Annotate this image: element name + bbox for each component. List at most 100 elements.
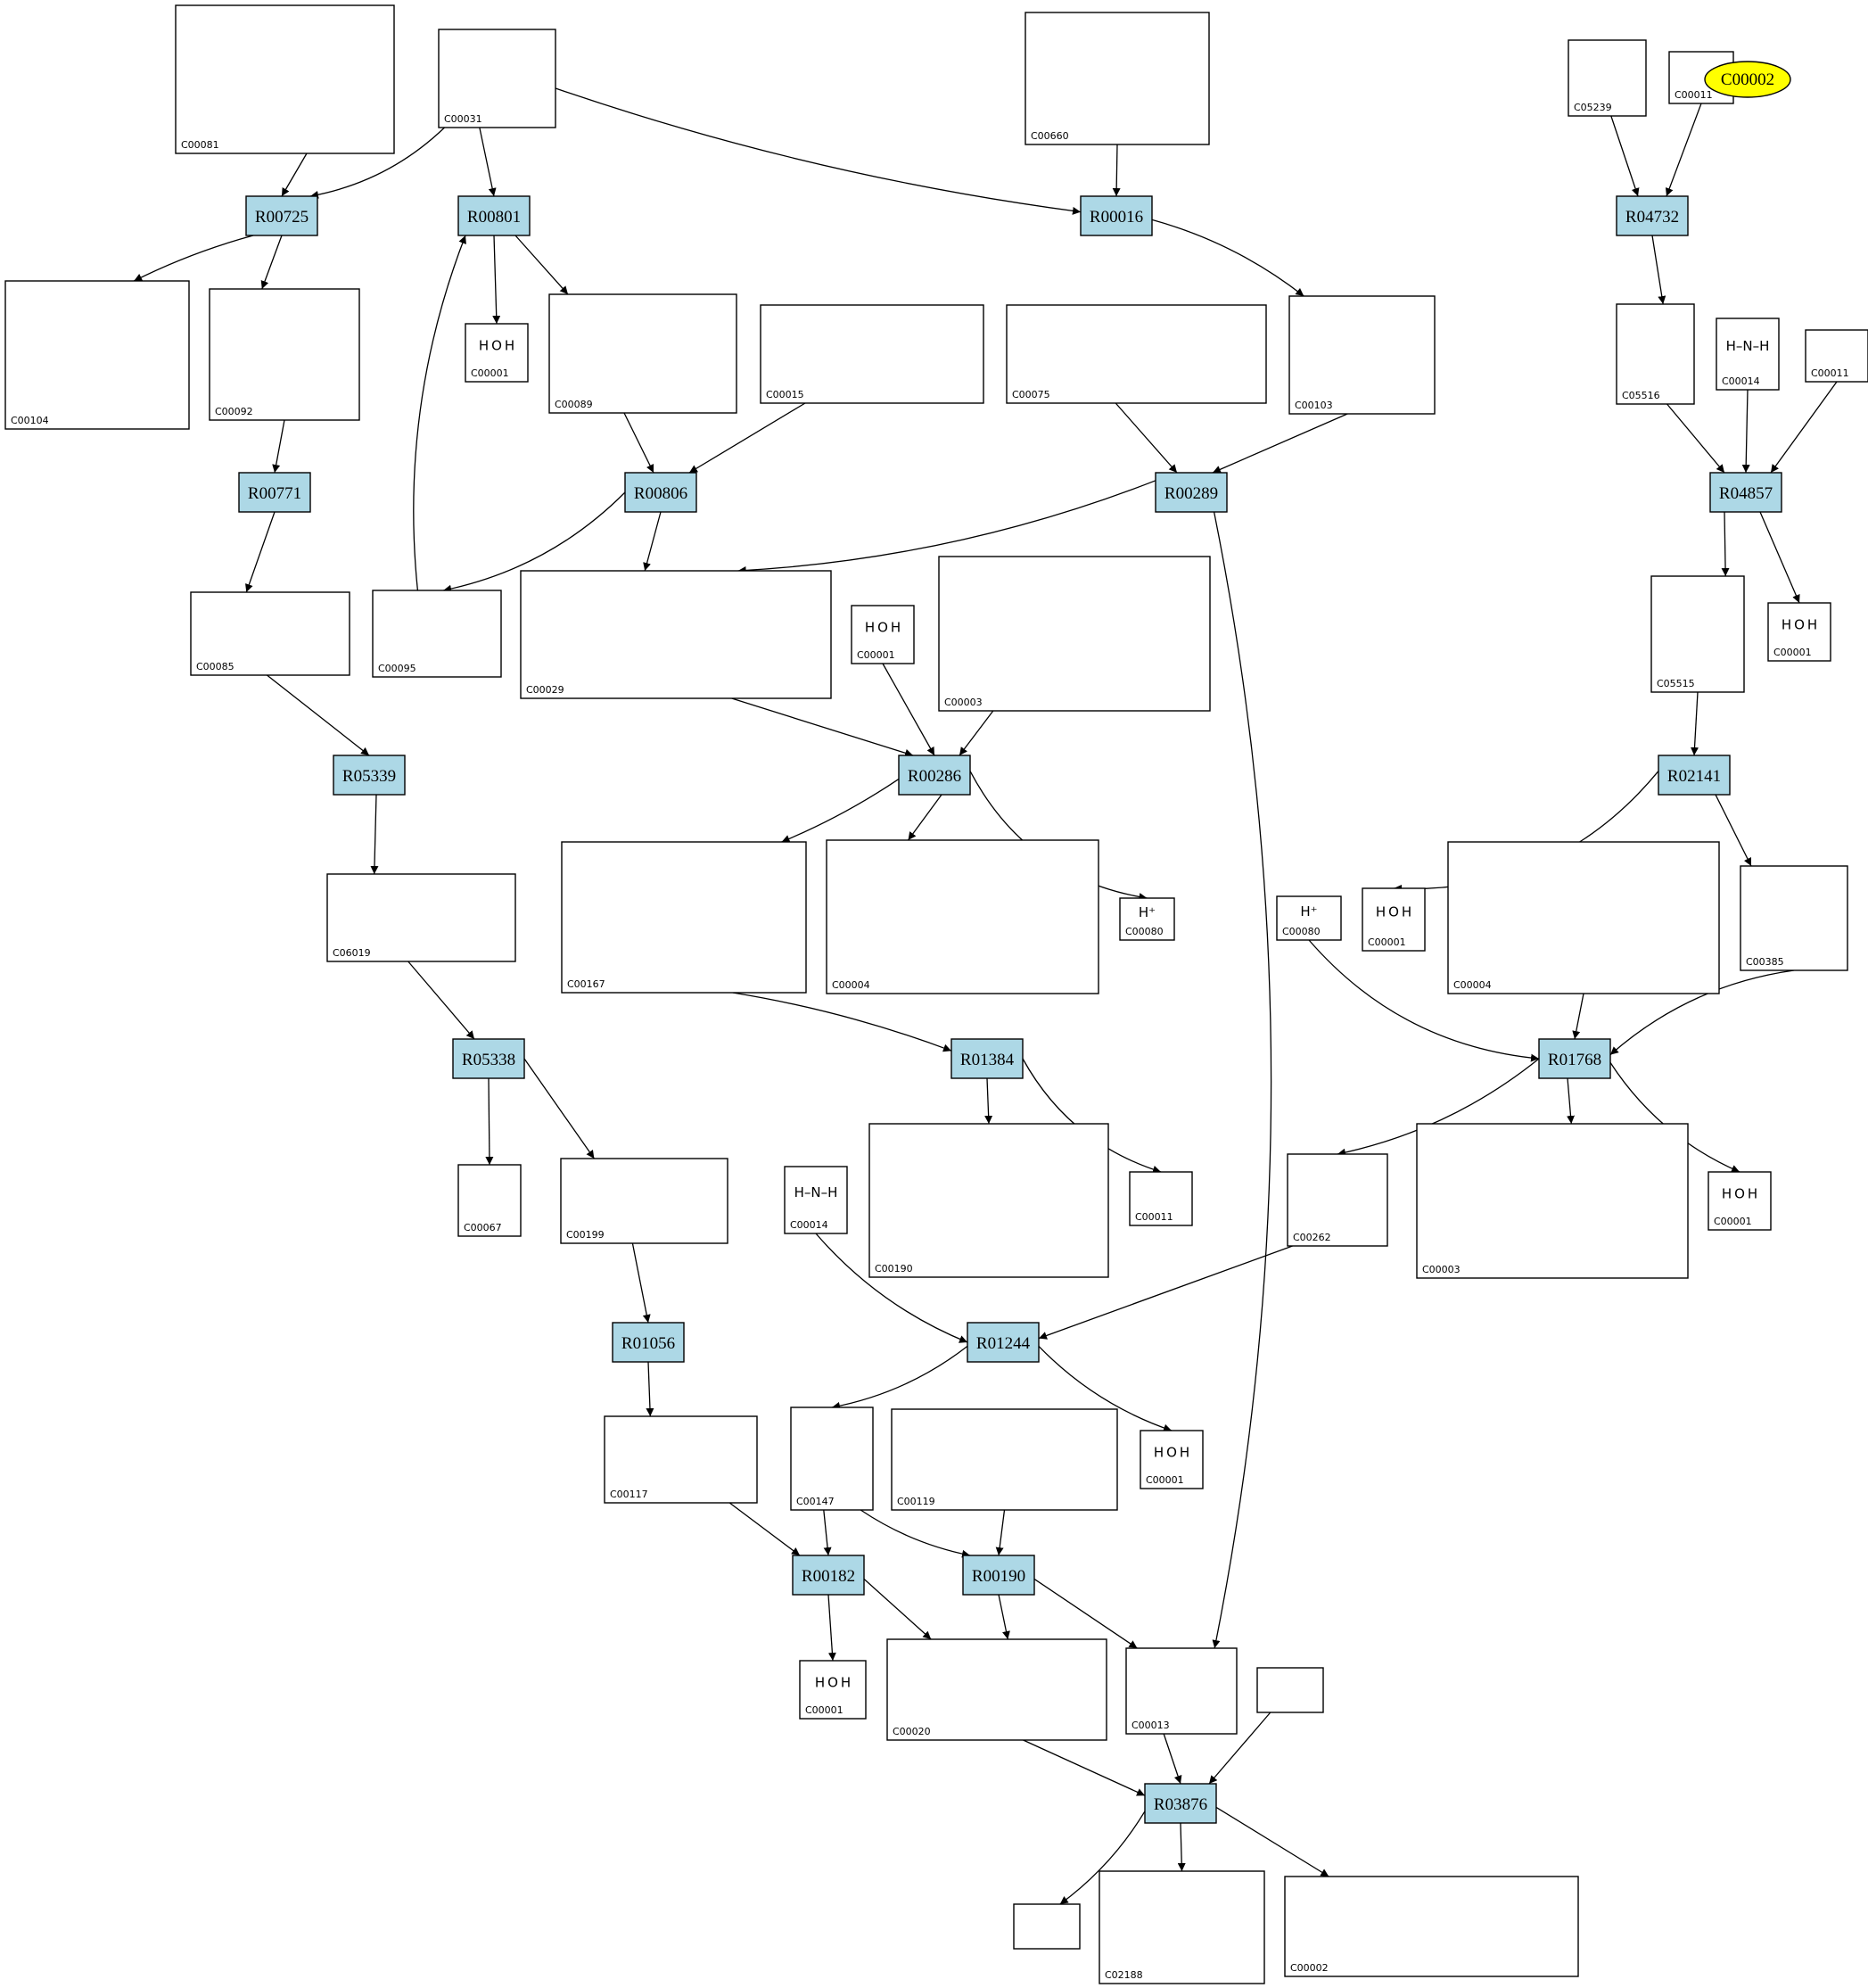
edge-arrow (728, 1502, 801, 1556)
compound-node-c00117[interactable]: C00117 (604, 1415, 758, 1504)
compound-node-c00085[interactable]: C00085 (190, 591, 350, 676)
compound-node-unlabeled[interactable] (1256, 1667, 1324, 1713)
compound-id-label: C00092 (215, 406, 253, 417)
compound-id-label: C00001 (1773, 647, 1812, 658)
compound-node-c00104[interactable]: C00104 (4, 280, 190, 430)
compound-box (790, 1406, 874, 1511)
compound-node-c00262[interactable]: C00262 (1287, 1153, 1388, 1247)
compound-node-c00147[interactable]: C00147 (790, 1406, 874, 1511)
reaction-box (1080, 195, 1153, 236)
reaction-label: R04732 (1625, 208, 1679, 227)
reaction-node-r00771[interactable]: R00771 (238, 472, 311, 513)
compound-node-c05239[interactable]: C05239 (1568, 39, 1647, 117)
edge-arrow (1112, 144, 1121, 197)
compound-node-c00031[interactable]: C00031 (438, 29, 556, 128)
edge-arrow (443, 491, 626, 593)
reaction-node-r01384[interactable]: R01384 (950, 1038, 1024, 1079)
edge-arrow (1308, 939, 1540, 1062)
compound-node-c00011[interactable]: C00011 (1129, 1171, 1193, 1226)
compound-node-c00080[interactable]: H⁺C00080 (1276, 895, 1342, 941)
compound-node-c00067[interactable]: C00067 (457, 1164, 522, 1237)
reaction-node-r00190[interactable]: R00190 (962, 1555, 1035, 1596)
reaction-node-r00289[interactable]: R00289 (1155, 472, 1228, 513)
highlighted-compound[interactable]: C00002 (1704, 61, 1791, 98)
compound-node-c05515[interactable]: C05515 (1650, 575, 1745, 693)
edge-arrow (1177, 1822, 1186, 1872)
compound-node-c00003[interactable]: C00003 (938, 556, 1211, 712)
compound-id-label: C00085 (196, 661, 235, 672)
compound-node-c00003[interactable]: C00003 (1416, 1123, 1689, 1279)
compound-node-c05516[interactable]: C05516 (1616, 303, 1695, 405)
compound-node-c00385[interactable]: C00385 (1740, 865, 1848, 971)
edge-arrow (479, 127, 497, 197)
reaction-label: R00286 (908, 767, 961, 786)
compound-id-label: C00080 (1125, 926, 1164, 937)
compound-node-c00199[interactable]: C00199 (560, 1158, 728, 1244)
reaction-label: R05339 (342, 767, 396, 786)
reaction-node-r04857[interactable]: R04857 (1709, 472, 1782, 513)
reaction-box (612, 1322, 685, 1363)
compound-id-label: C00119 (897, 1496, 935, 1507)
reaction-node-r01056[interactable]: R01056 (612, 1322, 685, 1363)
edge-arrow (1115, 402, 1178, 474)
compound-node-c00190[interactable]: C00190 (868, 1123, 1109, 1278)
compound-node-unlabeled[interactable] (1013, 1903, 1081, 1950)
compound-node-c00004[interactable]: C00004 (826, 839, 1099, 994)
compound-node-c00075[interactable]: C00075 (1006, 304, 1267, 404)
compound-node-c02188[interactable]: C02188 (1099, 1870, 1265, 1984)
compound-box (1716, 318, 1780, 391)
reaction-node-r00182[interactable]: R00182 (792, 1555, 865, 1596)
reaction-node-r05338[interactable]: R05338 (452, 1038, 525, 1079)
compound-node-c00015[interactable]: C00015 (760, 304, 984, 404)
compound-node-c00002[interactable]: C00002 (1284, 1876, 1579, 1977)
compound-box (457, 1164, 522, 1237)
compound-node-c00029[interactable]: C00029 (520, 570, 832, 699)
compound-node-c00081[interactable]: C00081 (175, 4, 395, 154)
edge-arrow (267, 674, 370, 756)
compound-box (1140, 1430, 1204, 1489)
compound-node-c00119[interactable]: C00119 (891, 1408, 1118, 1511)
compound-node-c00020[interactable]: C00020 (886, 1638, 1107, 1741)
edge-arrow (281, 153, 308, 197)
compound-node-c00095[interactable]: C00095 (372, 590, 502, 678)
compound-node-c00011[interactable]: C00011 (1805, 329, 1868, 383)
edge-arrow (1337, 1058, 1540, 1157)
reaction-node-r01768[interactable]: R01768 (1538, 1038, 1611, 1079)
compound-node-c00089[interactable]: C00089 (548, 293, 737, 414)
compound-node-c00103[interactable]: C00103 (1288, 295, 1436, 415)
reaction-node-r02141[interactable]: R02141 (1658, 755, 1731, 796)
compound-node-c00080[interactable]: H⁺C00080 (1119, 897, 1175, 941)
compound-formula: H O H (815, 1674, 851, 1690)
reaction-node-r00801[interactable]: R00801 (457, 195, 531, 236)
reaction-box (1144, 1783, 1217, 1824)
reaction-label: R02141 (1667, 767, 1721, 786)
reaction-node-r00806[interactable]: R00806 (624, 472, 697, 513)
edge-arrow (1038, 1245, 1293, 1340)
compound-node-c00660[interactable]: C00660 (1025, 12, 1210, 145)
reaction-node-r00286[interactable]: R00286 (898, 755, 971, 796)
compound-node-c00092[interactable]: C00092 (209, 288, 360, 421)
compound-node-c06019[interactable]: C06019 (326, 873, 516, 962)
compound-node-c00167[interactable]: C00167 (561, 841, 807, 994)
reaction-box (1538, 1038, 1611, 1079)
compound-node-c00013[interactable]: C00013 (1125, 1647, 1238, 1735)
edge-arrow (245, 511, 276, 593)
reaction-node-r04732[interactable]: R04732 (1616, 195, 1689, 236)
reaction-node-r03876[interactable]: R03876 (1144, 1783, 1217, 1824)
reaction-node-r01244[interactable]: R01244 (967, 1322, 1040, 1363)
nodes-layer: C00081C00031C00660C05239C00011C00104C000… (4, 4, 1868, 1984)
compound-id-label: C00199 (566, 1229, 605, 1241)
compound-node-c00004[interactable]: C00004 (1447, 841, 1720, 994)
reaction-node-r00725[interactable]: R00725 (245, 195, 318, 236)
reaction-node-r00016[interactable]: R00016 (1080, 195, 1153, 236)
reaction-node-r05339[interactable]: R05339 (333, 755, 406, 796)
